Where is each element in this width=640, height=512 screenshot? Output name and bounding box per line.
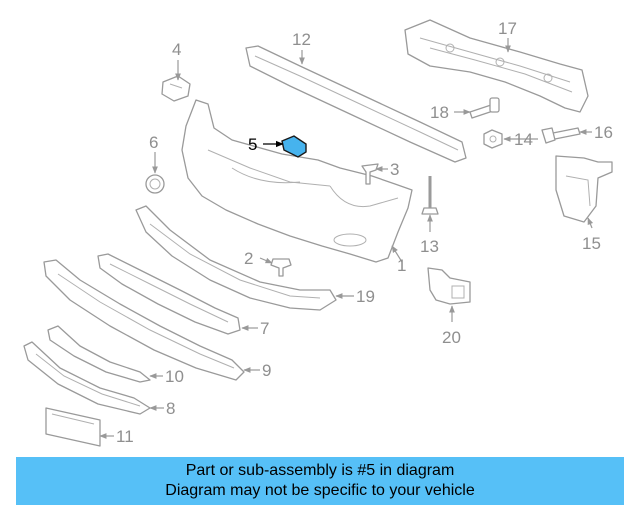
callout-8: 8 bbox=[149, 399, 175, 418]
callout-18-label: 18 bbox=[430, 103, 449, 122]
callout-16: 16 bbox=[579, 123, 613, 142]
callout-5-label: 5 bbox=[248, 135, 257, 154]
part-17-upper-support bbox=[404, 19, 589, 113]
callout-17: 17 bbox=[498, 19, 517, 53]
callout-13-label: 13 bbox=[420, 237, 439, 256]
part-5-highlighted bbox=[281, 135, 307, 158]
part-14-nut bbox=[483, 129, 503, 149]
callout-2: 2 bbox=[244, 249, 273, 268]
part-1-bumper-cover bbox=[181, 99, 413, 263]
part-4-bracket bbox=[161, 75, 191, 102]
callout-12: 12 bbox=[292, 30, 311, 65]
part-15-bracket bbox=[555, 155, 613, 223]
part-16-bolt bbox=[541, 127, 581, 144]
info-banner-line-2: Diagram may not be specific to your vehi… bbox=[165, 482, 475, 499]
callout-11-label: 11 bbox=[116, 427, 134, 446]
callout-9-label: 9 bbox=[262, 361, 271, 380]
callout-8-label: 8 bbox=[166, 399, 175, 418]
info-banner: Part or sub-assembly is #5 in diagram Di… bbox=[16, 457, 624, 505]
part-20-sensor bbox=[427, 267, 471, 305]
callout-12-label: 12 bbox=[292, 30, 311, 49]
callout-11: 11 bbox=[99, 427, 134, 446]
callout-6-label: 6 bbox=[149, 133, 158, 152]
callout-3: 3 bbox=[375, 160, 399, 179]
callout-10: 10 bbox=[149, 367, 184, 386]
part-7-grille bbox=[97, 253, 241, 335]
callout-15-label: 15 bbox=[582, 234, 601, 253]
part-2-clip bbox=[270, 258, 292, 277]
callout-14-label: 14 bbox=[514, 130, 533, 149]
callout-1: 1 bbox=[391, 245, 406, 275]
callout-16-label: 16 bbox=[594, 123, 613, 142]
callout-4-label: 4 bbox=[172, 40, 181, 59]
part-10-trim bbox=[47, 325, 151, 383]
callout-2-label: 2 bbox=[244, 249, 253, 268]
callout-15: 15 bbox=[582, 217, 601, 253]
callout-5: 5 bbox=[248, 135, 284, 154]
parts-diagram: 1 2 3 4 5 6 7 8 9 10 11 12 bbox=[23, 19, 613, 447]
callout-19-label: 19 bbox=[356, 287, 375, 306]
callout-20-label: 20 bbox=[442, 328, 461, 347]
callout-7: 7 bbox=[241, 319, 269, 338]
part-6-plug bbox=[145, 174, 165, 194]
callout-6: 6 bbox=[149, 133, 158, 174]
part-3-screw bbox=[361, 163, 379, 185]
callout-14: 14 bbox=[503, 130, 538, 149]
callout-19: 19 bbox=[335, 287, 375, 306]
callout-1-label: 1 bbox=[397, 256, 406, 275]
part-11-plate-bracket bbox=[45, 407, 101, 447]
part-18-bolt bbox=[469, 97, 500, 119]
callout-7-label: 7 bbox=[260, 319, 269, 338]
part-13-bolt bbox=[421, 176, 439, 215]
callout-3-label: 3 bbox=[390, 160, 399, 179]
callout-13: 13 bbox=[420, 214, 439, 256]
part-12-reinforcement-beam bbox=[245, 45, 467, 163]
part-19-absorber bbox=[135, 205, 337, 311]
callout-17-label: 17 bbox=[498, 19, 517, 38]
callout-20: 20 bbox=[442, 305, 461, 347]
info-banner-line-1: Part or sub-assembly is #5 in diagram bbox=[185, 462, 455, 479]
callout-10-label: 10 bbox=[165, 367, 184, 386]
callout-4: 4 bbox=[172, 40, 181, 81]
callout-9: 9 bbox=[243, 361, 271, 380]
callout-18: 18 bbox=[430, 103, 471, 122]
